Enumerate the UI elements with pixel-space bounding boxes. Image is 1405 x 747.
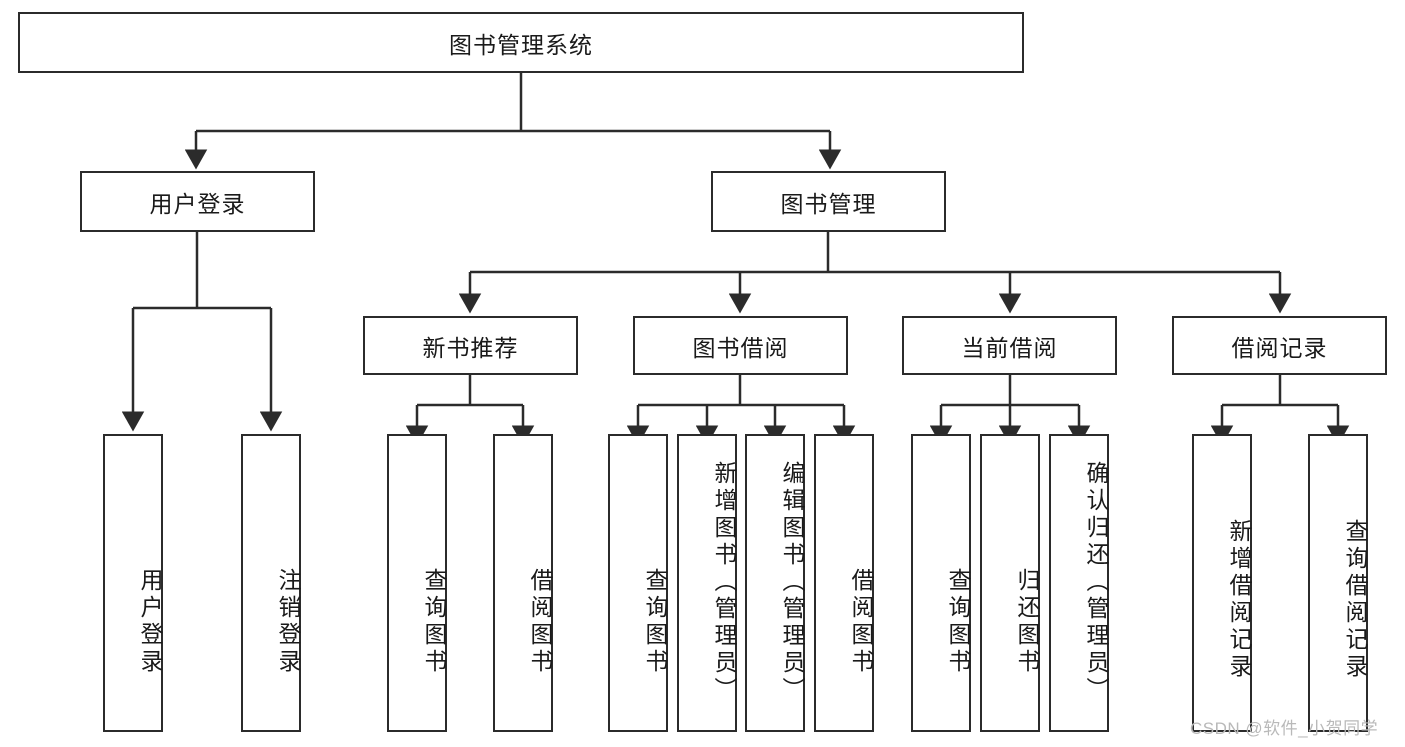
node-user-login[interactable]: 用户登录 <box>80 171 315 232</box>
node-leaf-label: 查询借阅记录 <box>1342 519 1368 681</box>
node-leaf-book-borrow-borrow[interactable]: 借阅图书 <box>814 434 874 732</box>
node-borrow-record[interactable]: 借阅记录 <box>1172 316 1387 375</box>
node-leaf-borrow-record-add[interactable]: 新增借阅记录 <box>1192 434 1252 732</box>
node-leaf-current-borrow-query[interactable]: 查询图书 <box>911 434 971 732</box>
node-leaf-label: 注销登录 <box>275 568 301 676</box>
node-leaf-new-book-query[interactable]: 查询图书 <box>387 434 447 732</box>
node-leaf-label: 编辑图书（管理员） <box>779 460 805 704</box>
node-leaf-label: 借阅图书 <box>527 568 553 676</box>
node-leaf-label: 归还图书 <box>1014 568 1040 676</box>
node-book-management[interactable]: 图书管理 <box>711 171 946 232</box>
edges-root <box>121 73 1350 446</box>
node-leaf-new-book-borrow[interactable]: 借阅图书 <box>493 434 553 732</box>
node-leaf-label: 新增借阅记录 <box>1226 519 1252 681</box>
node-root[interactable]: 图书管理系统 <box>18 12 1024 73</box>
node-leaf-label: 查询图书 <box>945 568 971 676</box>
node-borrow-record-label: 借阅记录 <box>1231 334 1328 361</box>
node-book-borrow-label: 图书借阅 <box>692 334 789 361</box>
node-leaf-book-borrow-edit[interactable]: 编辑图书（管理员） <box>745 434 805 732</box>
node-leaf-label: 新增图书（管理员） <box>711 460 737 704</box>
node-current-borrow[interactable]: 当前借阅 <box>902 316 1117 375</box>
node-leaf-label: 确认归还（管理员） <box>1083 460 1109 704</box>
node-leaf-borrow-record-query[interactable]: 查询借阅记录 <box>1308 434 1368 732</box>
node-leaf-label: 用户登录 <box>137 568 163 676</box>
node-book-management-label: 图书管理 <box>780 190 877 217</box>
node-leaf-user-login-login[interactable]: 用户登录 <box>103 434 163 732</box>
node-leaf-current-borrow-confirm[interactable]: 确认归还（管理员） <box>1049 434 1109 732</box>
node-root-label: 图书管理系统 <box>449 31 593 58</box>
node-leaf-user-login-logout[interactable]: 注销登录 <box>241 434 301 732</box>
node-new-book-recommend-label: 新书推荐 <box>422 334 519 361</box>
node-leaf-book-borrow-query[interactable]: 查询图书 <box>608 434 668 732</box>
node-leaf-label: 查询图书 <box>421 568 447 676</box>
watermark: CSDN @软件_小贺同学 <box>1190 719 1379 738</box>
node-user-login-label: 用户登录 <box>149 190 246 217</box>
node-leaf-book-borrow-add[interactable]: 新增图书（管理员） <box>677 434 737 732</box>
node-new-book-recommend[interactable]: 新书推荐 <box>363 316 578 375</box>
node-leaf-label: 查询图书 <box>642 568 668 676</box>
node-book-borrow[interactable]: 图书借阅 <box>633 316 848 375</box>
node-leaf-current-borrow-return[interactable]: 归还图书 <box>980 434 1040 732</box>
node-leaf-label: 借阅图书 <box>848 568 874 676</box>
node-current-borrow-label: 当前借阅 <box>961 334 1058 361</box>
